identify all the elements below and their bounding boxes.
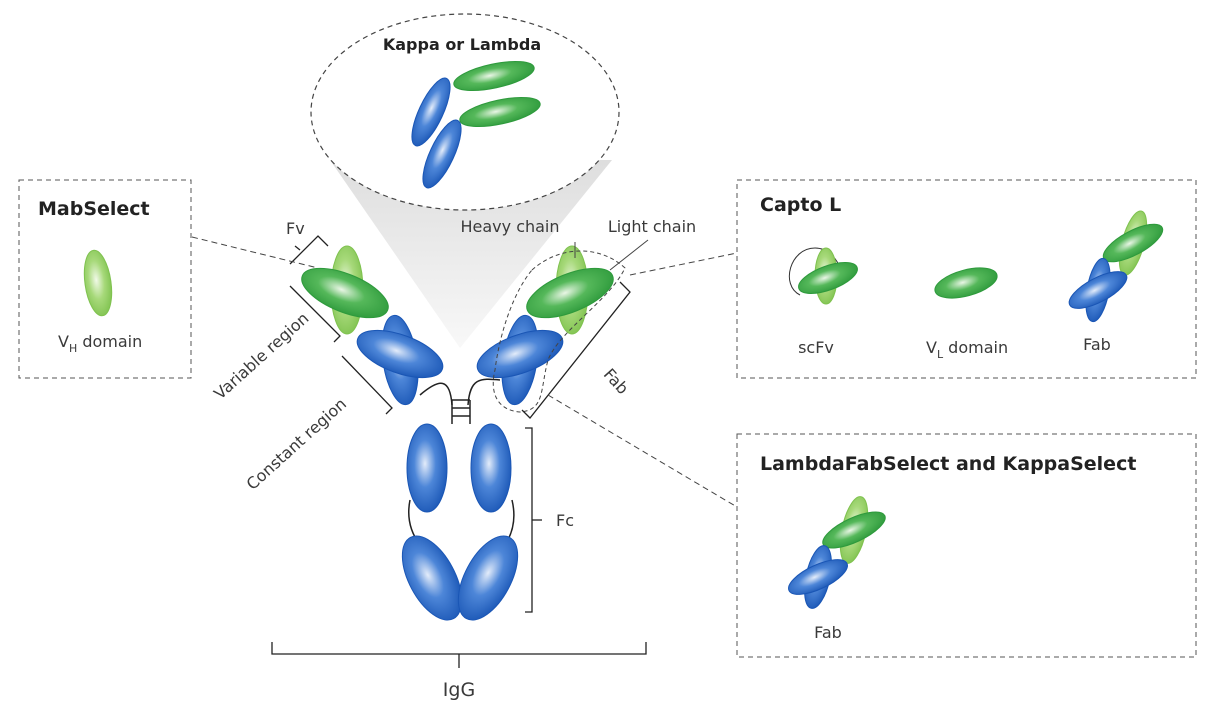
mabselect-title: MabSelect [38, 198, 150, 220]
vh-domain-label: VH domain [58, 332, 142, 355]
label-fc: Fc [556, 511, 574, 530]
lambdakappa-fab-label: Fab [814, 623, 842, 642]
vh-domain-shape [83, 249, 113, 317]
label-constant-region: Constant region [243, 394, 351, 494]
mabselect-panel: MabSelect VH domain [18, 179, 192, 379]
zoom-title: Kappa or Lambda [383, 35, 541, 54]
zoom-circle [310, 13, 620, 211]
igg-brackets [271, 235, 647, 668]
label-heavy-chain: Heavy chain [460, 217, 559, 236]
label-variable-region: Variable region [210, 309, 312, 404]
captol-fab-label: Fab [1083, 335, 1111, 354]
lambdakappa-panel: LambdaFabSelect and KappaSelect Fab [736, 433, 1197, 658]
zoom-kappa-lambda-pair [411, 60, 541, 189]
captol-panel: Capto L scFv VL domain Fab [736, 179, 1197, 379]
zoom-cone [330, 160, 612, 348]
captol-vl-domain-label: VL domain [926, 338, 1008, 361]
pointer-lines [191, 236, 738, 508]
label-fab: Fab [600, 365, 633, 398]
captol-scfv-label: scFv [798, 338, 834, 357]
lambdakappa-title: LambdaFabSelect and KappaSelect [760, 453, 1136, 475]
captol-title: Capto L [760, 194, 841, 216]
label-igg: IgG [443, 679, 475, 701]
label-light-chain: Light chain [608, 217, 696, 236]
label-fv: Fv [286, 219, 305, 238]
igg-molecule [301, 245, 626, 621]
